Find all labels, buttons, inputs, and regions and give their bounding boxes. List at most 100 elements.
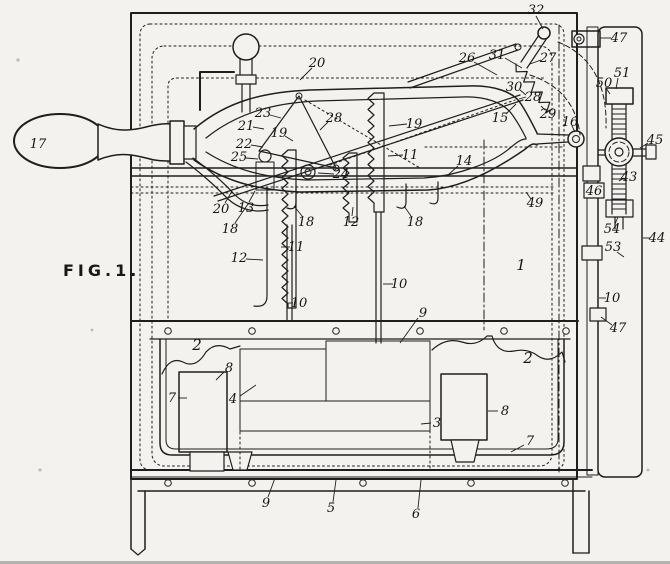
leader-line-28: [518, 96, 527, 100]
leader-line-18: [403, 205, 412, 217]
ref-numeral-28: 28: [325, 111, 343, 126]
leader-line-7: [510, 444, 525, 453]
leader-line-49: [525, 191, 532, 200]
rivet: [416, 327, 424, 335]
leader-line-21: [252, 126, 265, 130]
box-liner-outer: [159, 338, 565, 456]
ref-numeral-20: 20: [308, 56, 326, 71]
ref-numeral-24: 24: [332, 167, 350, 182]
ref-numeral-10: 10: [604, 291, 621, 306]
pawl-hook-3: [429, 181, 439, 205]
ratchet-bar-tall: [367, 92, 385, 213]
leader-line-9: [267, 477, 276, 498]
leader-line-5: [332, 479, 337, 503]
leader-line-43: [618, 177, 625, 182]
ref-numeral-49: 49: [526, 196, 544, 211]
ref-numeral-28: 28: [524, 90, 542, 105]
rivet: [562, 327, 570, 335]
pawl-hook-2: [396, 183, 407, 209]
leader-line-9: [399, 317, 419, 344]
rivet-row-bottom: [164, 479, 569, 487]
leader-line-29: [540, 105, 546, 111]
ratchet-bar-left: [281, 149, 297, 309]
handle-grip: [97, 122, 172, 162]
leader-line-15: [505, 103, 517, 115]
leader-line-12: [351, 206, 354, 217]
stack-left-block: [239, 348, 327, 402]
leader-line-27: [529, 59, 542, 65]
ref-numeral-50: 50: [596, 76, 613, 91]
knob: [232, 33, 260, 61]
left-roller-foot: [189, 451, 225, 472]
handle-ball: [13, 113, 107, 169]
frame-inner-dotted-2: [151, 45, 553, 467]
ref-numeral-17: 17: [30, 137, 47, 152]
ref-numeral-46: 46: [585, 184, 603, 199]
ref-numeral-3: 3: [433, 416, 441, 431]
ref-numeral-14: 14: [456, 154, 473, 169]
ref-numeral-7: 7: [526, 434, 535, 449]
ref-numeral-30: 30: [506, 80, 523, 95]
ref-numeral-44: 44: [648, 231, 666, 246]
saw-bow: [185, 85, 585, 212]
carriage-handle: [13, 113, 197, 169]
leader-line-20: [224, 190, 233, 204]
cutaway-wavy-left: [161, 345, 241, 375]
ref-numeral-9: 9: [262, 496, 270, 511]
bell-crank: [258, 95, 337, 169]
leader-line-19: [388, 123, 408, 127]
leader-line-24: [317, 172, 335, 175]
guide-rod: [253, 187, 268, 307]
ref-numeral-2: 2: [522, 349, 533, 367]
eccentric-block: [255, 161, 275, 191]
frame-outline: [130, 12, 578, 480]
leader-line-54: [614, 216, 619, 225]
ref-numeral-20: 20: [212, 202, 230, 217]
left-roller: [178, 371, 228, 453]
leader-line-19: [284, 135, 294, 142]
ref-numeral-32: 32: [528, 3, 545, 18]
ref-numeral-11: 11: [288, 240, 305, 255]
rivet: [164, 479, 172, 487]
frame-inner-dotted-1: [139, 23, 565, 471]
leader-line-32: [535, 15, 544, 30]
bow-outer-bottom: [193, 143, 538, 193]
leader-line-26: [473, 61, 498, 76]
stack-right-block: [325, 340, 431, 402]
pawl-hook-1: [286, 185, 297, 210]
leader-line-25: [245, 157, 259, 160]
ref-numeral-1: 1: [516, 256, 526, 274]
ref-numeral-19: 19: [406, 117, 423, 132]
ref-numeral-12: 12: [343, 215, 360, 230]
leader-line-11: [387, 154, 404, 157]
ref-numeral-45: 45: [646, 133, 664, 148]
ref-numeral-10: 10: [291, 296, 308, 311]
rivet: [561, 479, 569, 487]
fork-lower-arm-a: [185, 161, 269, 212]
ref-numeral-18: 18: [407, 215, 424, 230]
rail-bracket-low: [581, 245, 603, 261]
bow-guide-ring: [567, 130, 585, 148]
machine-frame: [16, 12, 650, 480]
ref-numeral-9: 9: [419, 306, 427, 321]
ref-numeral-19: 19: [271, 126, 288, 141]
rivet: [248, 327, 256, 335]
rivet: [248, 479, 256, 487]
ref-numeral-2: 2: [191, 336, 202, 354]
leader-line-3: [420, 422, 432, 425]
rail-bracket-46: [583, 182, 605, 199]
coil-spring-24: [300, 164, 316, 180]
leader-line-16: [571, 125, 576, 133]
ref-numeral-22: 22: [235, 137, 253, 152]
guide-rails: [130, 146, 578, 194]
ref-numeral-13: 13: [238, 201, 255, 216]
leader-line-8: [215, 371, 225, 381]
ref-numeral-11: 11: [402, 148, 419, 163]
knob-collar: [235, 74, 257, 85]
leader-line-18: [293, 205, 303, 217]
ref-numeral-53: 53: [605, 240, 622, 255]
leader-line-20: [299, 67, 313, 81]
rivet: [332, 327, 340, 335]
